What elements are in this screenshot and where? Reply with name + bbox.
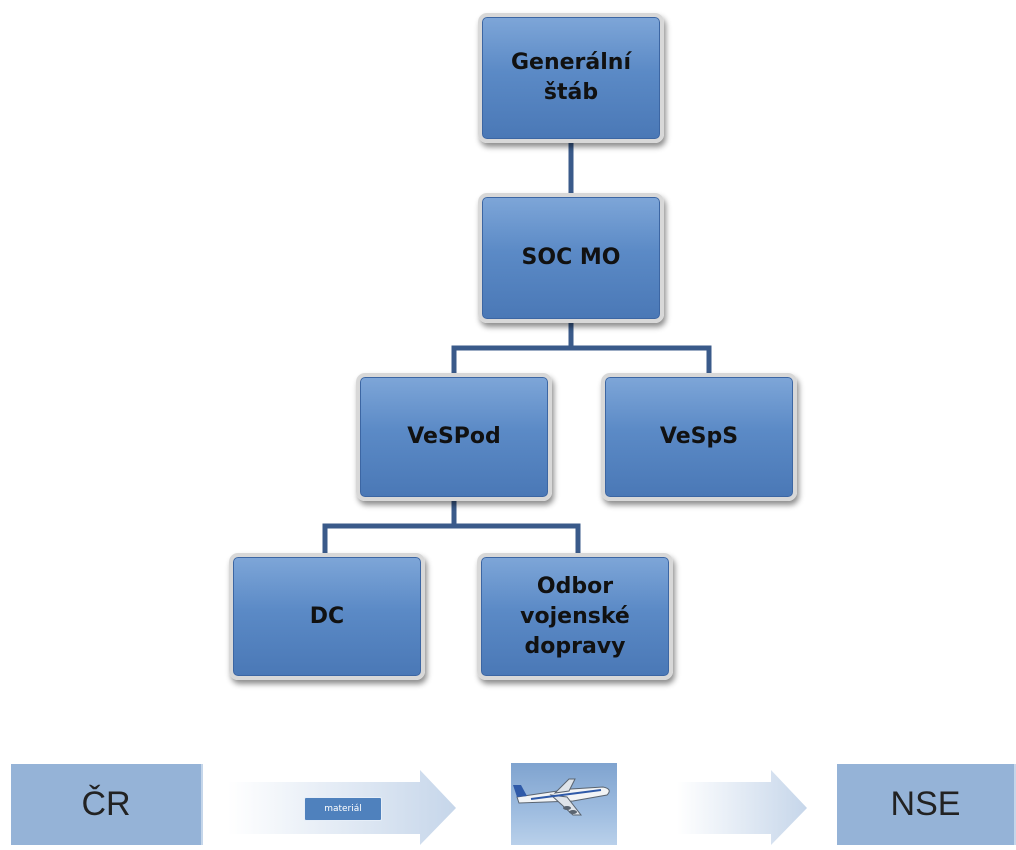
node-general-staff: Generální štáb	[478, 13, 664, 143]
node-general-staff-line2: štáb	[543, 80, 599, 105]
flow-destination-box: NSE	[837, 764, 1016, 845]
node-vesps-label: VeSpS	[659, 424, 739, 449]
node-soc-mo: SOC MO	[478, 193, 664, 323]
node-soc-mo-label: SOC MO	[521, 245, 621, 270]
node-transport-line1: Odbor	[536, 573, 614, 599]
node-transport-department: Odbor vojenské dopravy	[477, 553, 673, 680]
cargo-label-tag: materiál	[304, 797, 382, 821]
cargo-label: materiál	[324, 804, 362, 814]
flow-origin-box: ČR	[11, 764, 203, 845]
node-transport-line2: vojenské	[520, 603, 630, 629]
node-general-staff-line1: Generální	[510, 50, 631, 75]
flow-arrow-2	[677, 770, 807, 845]
node-vespod-label: VeSPod	[407, 424, 501, 449]
flow-origin-label: ČR	[81, 785, 131, 823]
node-dc-label: DC	[309, 603, 345, 629]
node-vespod: VeSPod	[356, 373, 552, 501]
node-transport-line3: dopravy	[524, 633, 626, 659]
node-dc: DC	[229, 553, 425, 680]
flow-destination-label: NSE	[890, 785, 961, 823]
node-vesps: VeSpS	[601, 373, 797, 501]
cargo-airplane-icon	[511, 763, 617, 845]
